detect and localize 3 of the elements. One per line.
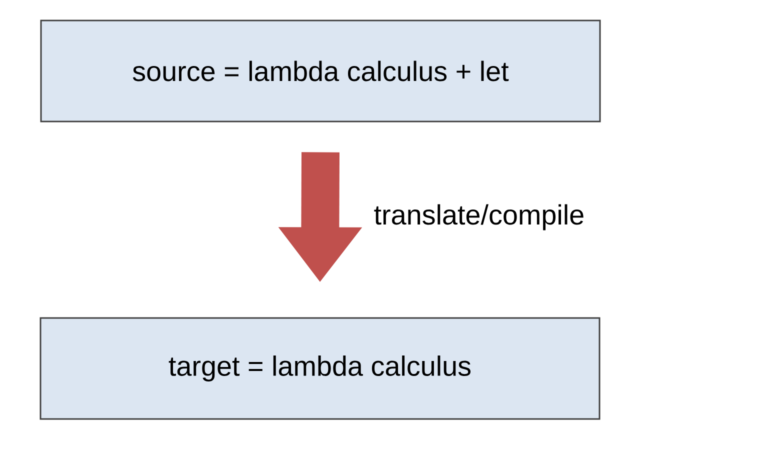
text-box: source = lambda calculus + let xyxy=(40,20,601,122)
text-box: target = lambda calculus xyxy=(40,317,600,420)
edge-label: translate/compile xyxy=(374,204,584,230)
